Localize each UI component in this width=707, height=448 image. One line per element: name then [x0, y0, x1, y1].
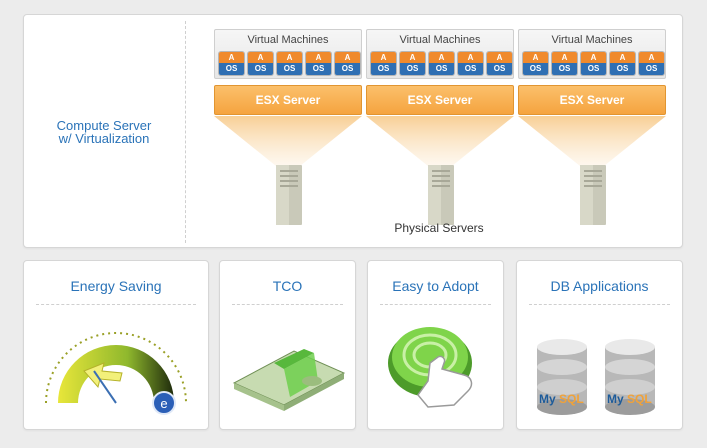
compute-label-line1: Compute Server	[56, 118, 152, 133]
database-cylinder-1: My SQL	[537, 339, 587, 415]
svg-text:My: My	[607, 392, 624, 406]
panel-title: TCO	[272, 278, 303, 294]
energy-saving-panel: Energy Saving e	[23, 260, 209, 430]
vm-title: Virtual Machines	[399, 34, 481, 46]
mysql-database-icon: My SQL My SQL	[537, 339, 655, 415]
funnel-light	[518, 116, 666, 166]
esx-server-bar: ESX Server	[518, 85, 666, 115]
vm-title: Virtual Machines	[247, 34, 329, 46]
gauge-icon: e	[45, 332, 187, 415]
vm-title: Virtual Machines	[551, 34, 633, 46]
physical-servers-label: Physical Servers	[394, 221, 484, 235]
panel-divider	[36, 304, 196, 305]
esx-server-bar: ESX Server	[214, 85, 362, 115]
funnel-light	[214, 116, 362, 166]
panel-title: Easy to Adopt	[392, 278, 479, 294]
virtualization-panel: Compute Server w/ Virtualization Virtual…	[23, 14, 683, 248]
compute-server-label: Compute Server w/ Virtualization	[24, 119, 184, 145]
money-stack-icon	[232, 349, 346, 411]
svg-text:My: My	[539, 392, 556, 406]
funnel-light	[366, 116, 514, 166]
easy-to-adopt-panel: Easy to Adopt	[367, 260, 504, 430]
panel-title: Energy Saving	[70, 278, 162, 294]
physical-server-icon	[276, 165, 302, 225]
push-button-hand-icon	[388, 327, 473, 408]
esx-server-bar: ESX Server	[366, 85, 514, 115]
vertical-divider	[185, 21, 186, 243]
db-applications-panel: DB Applications My SQL My SQL	[516, 260, 683, 430]
compute-label-line2: w/ Virtualization	[58, 131, 150, 146]
panel-title: DB Applications	[550, 278, 649, 294]
panel-divider	[380, 304, 491, 305]
svg-text:SQL: SQL	[559, 392, 584, 406]
panel-divider	[529, 304, 670, 305]
gauge-badge: e	[160, 396, 167, 411]
physical-server-icon	[580, 165, 606, 225]
database-cylinder-2: My SQL	[605, 339, 655, 415]
physical-server-icon	[428, 165, 454, 225]
svg-text:SQL: SQL	[627, 392, 652, 406]
tco-panel: TCO	[219, 260, 356, 430]
panel-divider	[232, 304, 343, 305]
